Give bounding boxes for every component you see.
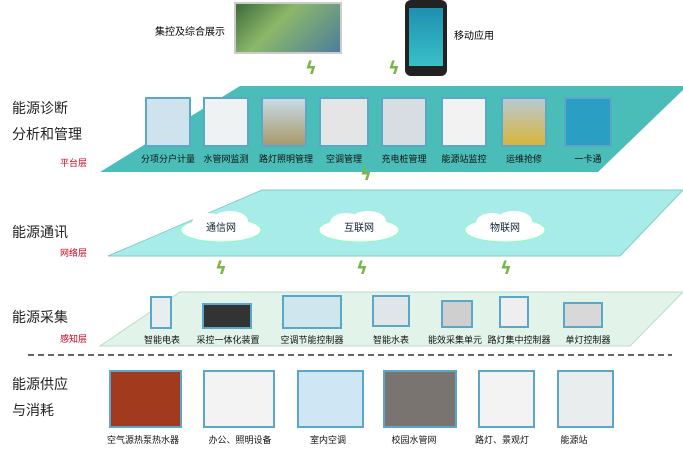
street-light-image — [261, 97, 307, 147]
supply-item-label: 路灯、景观灯 — [474, 436, 530, 446]
lightning-icon: ϟ — [388, 58, 400, 79]
dashboard-label: 集控及综合展示 — [155, 27, 225, 38]
control-device-image — [202, 303, 252, 329]
card-image — [564, 97, 612, 147]
sensing-item-label: 智能水表 — [372, 336, 410, 346]
sensing-item-label: 单灯控制器 — [565, 336, 611, 346]
supply-layer-title: 能源供应与消耗 — [12, 377, 68, 419]
supply-item-label: 室内空调 — [309, 436, 347, 446]
sensing-item-label: 智能电表 — [143, 336, 181, 346]
lightning-icon: ϟ — [305, 58, 317, 79]
network-layer-sublabel: 网络层 — [60, 249, 88, 259]
platform-layer-title: 能源诊断分析和管理 — [12, 101, 82, 143]
charging-pile-image — [381, 97, 427, 147]
supply-item-label: 校园水管网 — [391, 436, 437, 446]
platform-item-label: 水管网监测 — [203, 155, 249, 165]
lightning-icon: ϟ — [360, 164, 372, 185]
platform-item-label: 一卡通 — [574, 155, 602, 165]
platform-layer-sublabel: 平台层 — [60, 159, 88, 169]
efficiency-unit-image — [441, 300, 473, 328]
supply-item-label: 空气源热泵热水器 — [106, 436, 180, 446]
sensing-layer-title: 能源采集 — [12, 310, 68, 326]
maintenance-image — [501, 97, 547, 147]
sensing-item-label: 路灯集中控制器 — [487, 336, 551, 346]
platform-item-label: 分项分户计量 — [140, 155, 196, 165]
cloud-iot: 物联网 — [462, 210, 548, 244]
sensing-item-label: 采控一体化装置 — [196, 336, 260, 346]
platform-item-label: 充电桩管理 — [381, 155, 427, 165]
supply-item-label: 办公、照明设备 — [208, 436, 272, 446]
smart-meter-image — [150, 296, 172, 329]
single-lamp-controller-image — [563, 302, 603, 328]
water-meter-image — [372, 295, 410, 327]
sensing-item-label: 能效采集单元 — [427, 336, 483, 346]
lightning-icon: ϟ — [356, 258, 368, 279]
platform-item-label: 空调管理 — [325, 155, 363, 165]
cloud-internet: 互联网 — [316, 210, 402, 244]
sensing-item-label: 空调节能控制器 — [280, 336, 344, 346]
platform-item-label: 能源站监控 — [441, 155, 487, 165]
metering-image — [145, 97, 191, 147]
office-lighting-image — [203, 370, 275, 428]
lightning-icon: ϟ — [500, 258, 512, 279]
mobile-label: 移动应用 — [454, 31, 494, 42]
indoor-ac-image — [297, 370, 364, 428]
ac-controller-image — [282, 295, 342, 329]
street-landscape-lights-image — [478, 370, 535, 428]
ac-image — [319, 97, 369, 147]
phone-image — [405, 0, 447, 76]
campus-water-network-image — [383, 370, 457, 428]
sensing-layer-sublabel: 感知层 — [60, 335, 88, 345]
dashboard-image — [234, 2, 342, 54]
water-network-image — [203, 97, 249, 147]
energy-station-image — [441, 97, 487, 147]
platform-item-label: 运维抢修 — [505, 155, 543, 165]
lightning-icon: ϟ — [215, 258, 227, 279]
energy-station-image — [557, 370, 614, 428]
supply-item-label: 能源站 — [560, 436, 588, 446]
heat-pump-image — [109, 370, 182, 428]
network-layer-band — [107, 189, 683, 257]
network-layer-title: 能源通讯 — [12, 225, 68, 241]
cloud-communication-network: 通信网 — [178, 210, 264, 244]
platform-item-label: 路灯照明管理 — [258, 155, 314, 165]
light-concentrator-image — [499, 296, 529, 328]
